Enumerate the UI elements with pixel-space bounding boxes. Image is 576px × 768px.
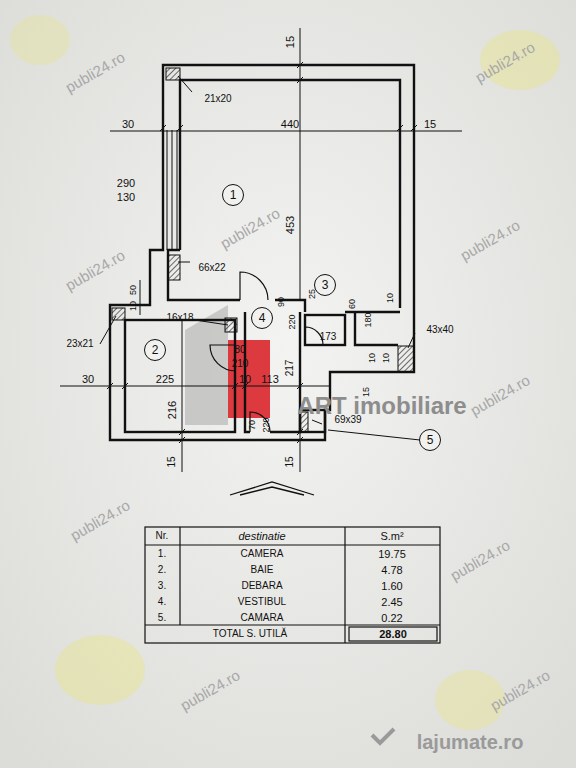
- dimension-label: 217: [285, 360, 295, 377]
- room-number: 2: [152, 343, 159, 357]
- table-cell: 5.: [158, 613, 166, 623]
- table-cell: 28.80: [379, 629, 407, 640]
- dimension-label: 10: [386, 293, 395, 303]
- table-cell: CAMERA: [241, 549, 284, 559]
- table-cell: 19.75: [378, 549, 406, 560]
- logo-text: lajumate.ro: [417, 732, 524, 752]
- dimension-label: 180: [364, 312, 373, 327]
- dimension-label: 10: [368, 353, 377, 363]
- dimension-label: 43x40: [426, 325, 453, 335]
- dimension-label: 23x21: [66, 339, 93, 349]
- dimension-label: 130: [117, 192, 135, 203]
- room-number: 4: [259, 311, 266, 325]
- room-number: 5: [427, 433, 434, 447]
- table-cell: 4.78: [381, 565, 402, 576]
- room-number-circle: 1: [222, 184, 244, 206]
- room-number: 3: [322, 278, 329, 292]
- dimension-label: 70: [248, 420, 257, 430]
- dimension-label: 10: [129, 301, 138, 311]
- table-cell: 2.: [158, 565, 166, 575]
- table-cell: DEBARA: [241, 581, 282, 591]
- dimension-label: 25: [308, 289, 317, 299]
- table-cell: VESTIBUL: [238, 597, 286, 607]
- dimension-label: 66x22: [198, 263, 225, 273]
- dimension-label: 15: [167, 456, 177, 467]
- dimension-label: 220: [262, 417, 271, 432]
- dimension-label: 453: [285, 216, 296, 234]
- dimension-label: 173: [320, 332, 337, 342]
- dimension-label: 220: [288, 314, 297, 329]
- dimension-label: 90: [277, 297, 286, 307]
- dimension-label: 440: [281, 119, 299, 130]
- table-cell: 1.60: [381, 581, 402, 592]
- dimension-label: 10: [239, 374, 251, 385]
- logo-text: ART imobiliare: [297, 394, 466, 418]
- table-cell: 2.45: [381, 597, 402, 608]
- dimension-label: 225: [156, 374, 174, 385]
- dimension-label: 15: [285, 456, 295, 467]
- dimension-label: 50: [129, 285, 138, 295]
- room-number-circle: 5: [419, 429, 441, 451]
- dimension-label: 30: [122, 119, 134, 130]
- dimension-label: 216: [167, 401, 178, 419]
- dimension-label: 15: [424, 119, 436, 130]
- room-number-circle: 2: [144, 339, 166, 361]
- table-cell: BAIE: [251, 565, 274, 575]
- table-cell: 1.: [158, 549, 166, 559]
- table-cell: 4.: [158, 597, 166, 607]
- dimension-label: 60: [348, 299, 357, 309]
- dimension-label: 80: [234, 345, 245, 355]
- dimension-label: 30: [82, 374, 94, 385]
- dimension-label: 113: [261, 374, 279, 385]
- dimension-label: 210: [232, 359, 249, 369]
- room-number-circle: 4: [251, 307, 273, 329]
- room-number: 1: [230, 188, 237, 202]
- table-cell: TOTAL S. UTILĂ: [213, 629, 287, 639]
- dimension-label: 15: [285, 36, 296, 48]
- table-cell: CAMARA: [241, 613, 284, 623]
- dimension-label: 21x20: [204, 94, 231, 104]
- table-cell: Nr.: [156, 531, 169, 541]
- dimension-label: 10: [382, 353, 391, 363]
- dimension-label: 290: [117, 178, 135, 189]
- table-cell: 3.: [158, 581, 166, 591]
- table-cell: S.m²: [380, 531, 403, 542]
- dimension-label: 16x18: [166, 313, 193, 323]
- table-cell: 0.22: [381, 613, 402, 624]
- table-header: destinatie: [238, 531, 285, 542]
- room-number-circle: 3: [314, 274, 336, 296]
